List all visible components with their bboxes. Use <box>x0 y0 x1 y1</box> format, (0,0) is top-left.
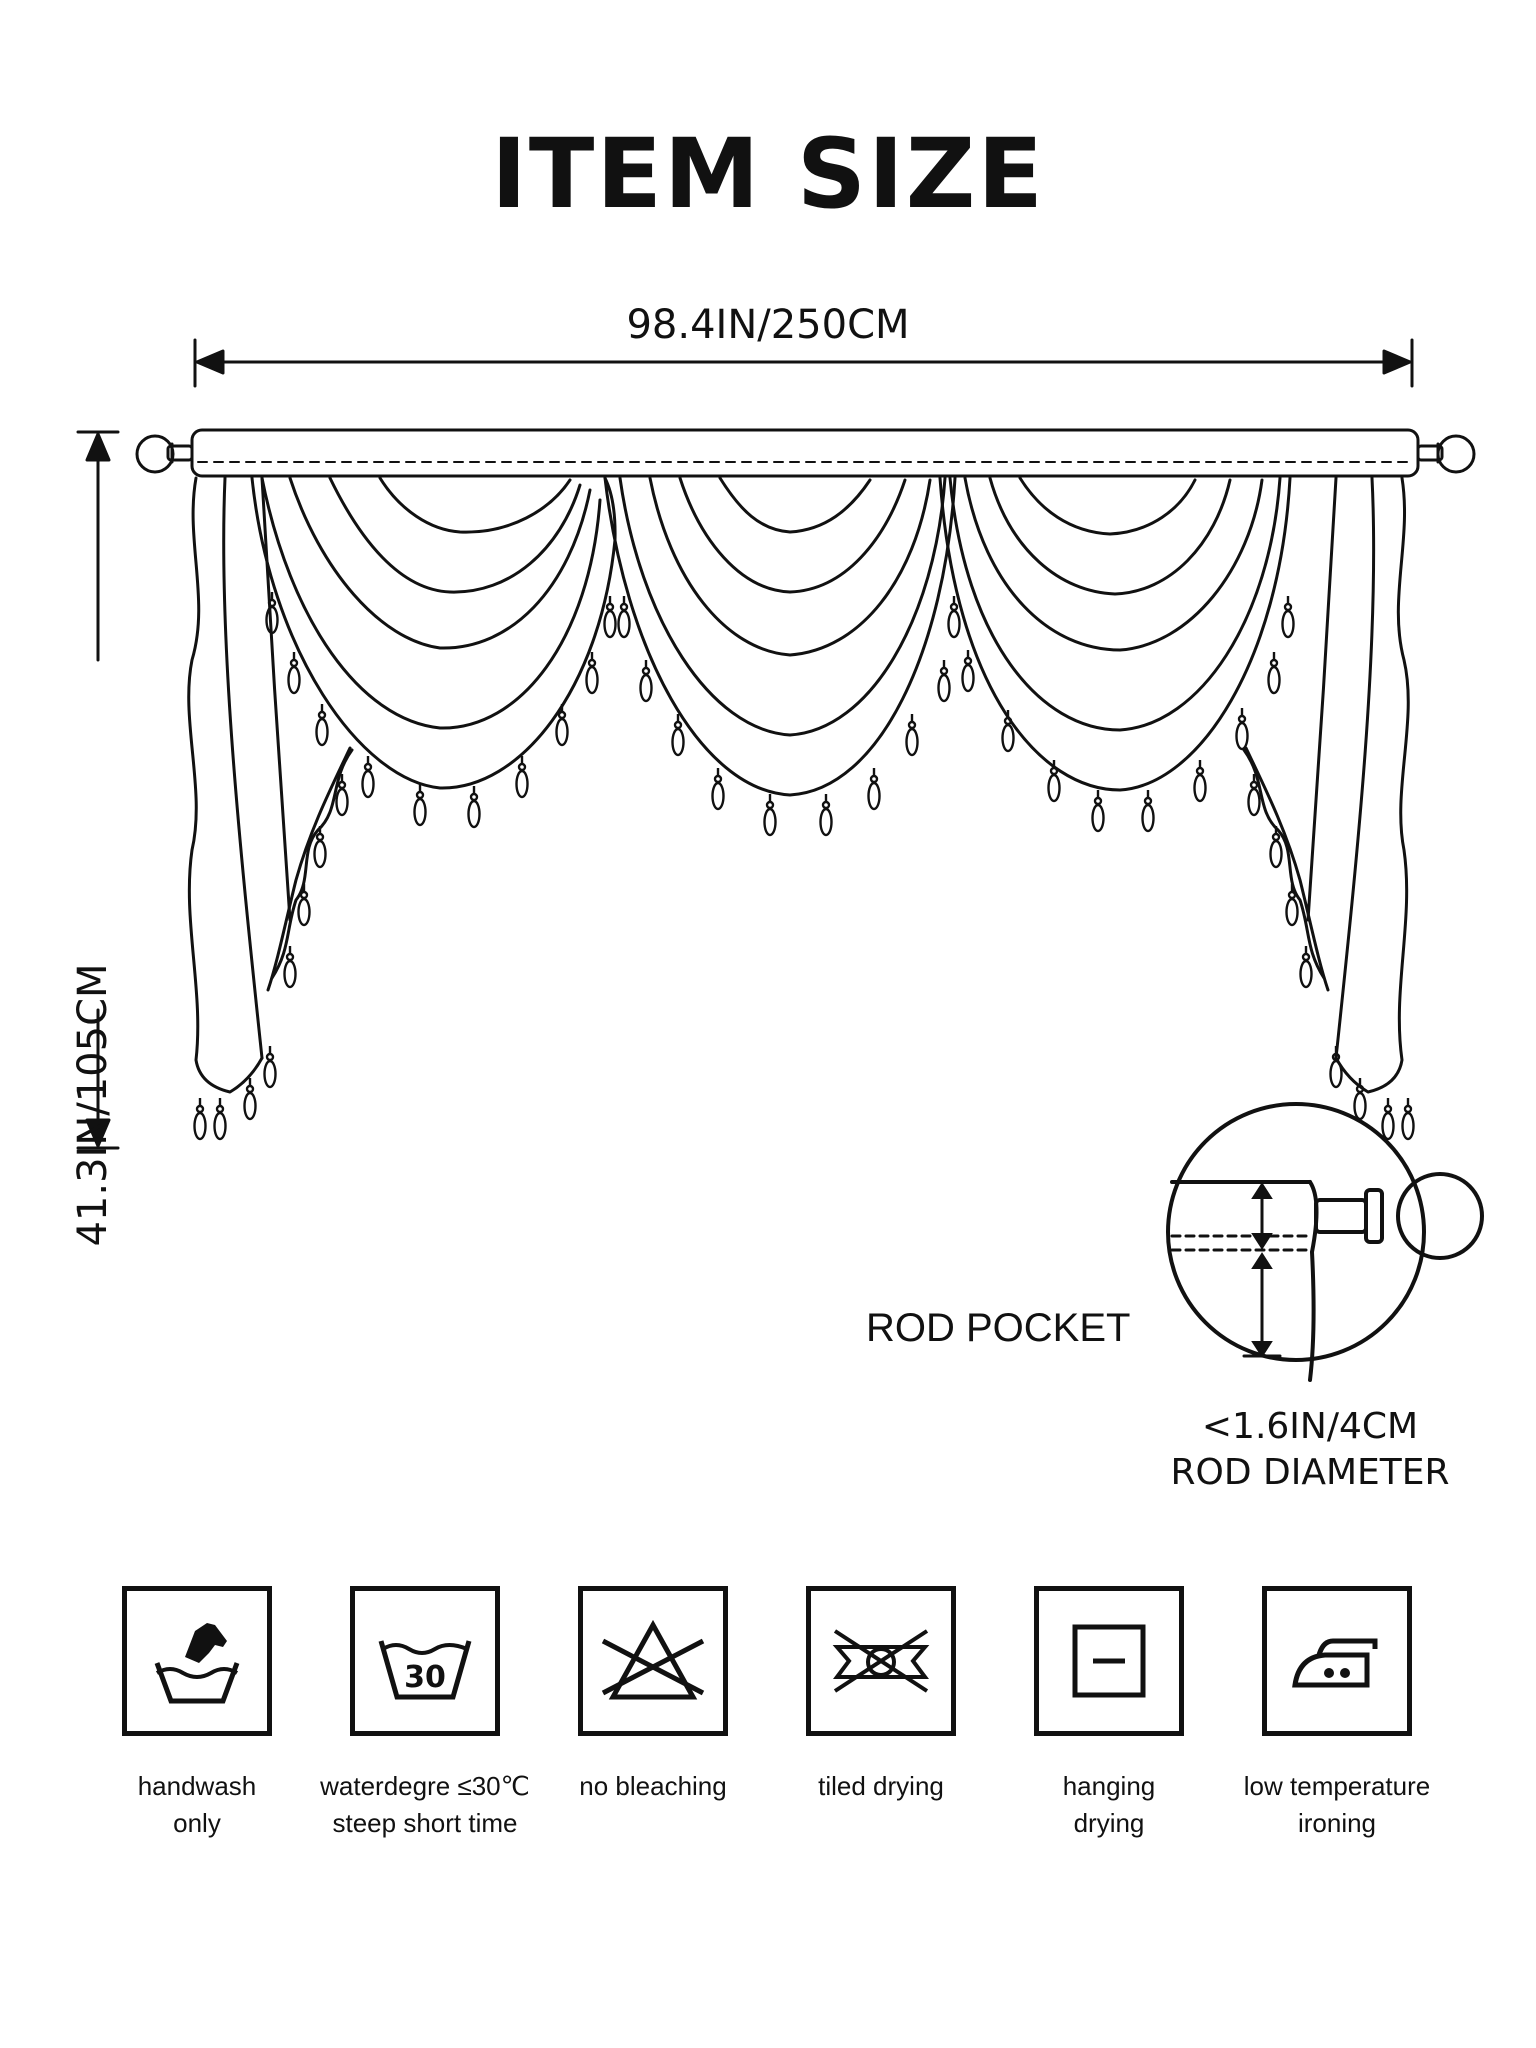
rod-diameter-caption: ROD DIAMETER <box>1170 1452 1450 1493</box>
care-label: hanging drying <box>1062 1771 1156 1838</box>
no-bleach-icon <box>601 1619 705 1700</box>
care-item-handwash: handwash only <box>92 1586 302 1842</box>
care-item-low-iron: low temperature ironing <box>1232 1586 1442 1842</box>
handwash-icon <box>154 1623 240 1704</box>
rod-diameter-label: <1.6IN/4CM ROD DIAMETER <box>1120 1404 1500 1496</box>
bead-fringe <box>193 590 1415 1141</box>
left-swag <box>250 476 617 790</box>
height-label: 41.3IN/105CM <box>70 963 116 1247</box>
low-iron-icon <box>1292 1638 1378 1688</box>
height-dimension-arrow <box>76 430 120 1150</box>
care-item-hanging-drying: hanging drying <box>1004 1586 1214 1842</box>
valance-diagram <box>76 338 1484 1382</box>
width-dimension-arrow <box>193 338 1414 388</box>
care-label: no bleaching <box>579 1771 727 1801</box>
right-swag <box>938 476 1292 792</box>
care-item-wash-30: 30 waterdegre ≤30℃ steep short time <box>320 1586 530 1842</box>
wash-temperature-text: 30 <box>404 1660 446 1695</box>
curtain-rod <box>135 428 1476 478</box>
wash-30-icon: 30 <box>378 1640 472 1700</box>
right-jabot <box>1242 476 1410 1094</box>
care-item-tiled-drying: tiled drying <box>776 1586 986 1805</box>
care-label: tiled drying <box>818 1771 944 1801</box>
rod-pocket-detail <box>1166 1102 1484 1382</box>
rod-pocket-label: ROD POCKET <box>866 1306 1131 1350</box>
page-title: ITEM SIZE <box>491 118 1045 230</box>
hanging-drying-icon <box>1072 1624 1146 1698</box>
width-label: 98.4IN/250CM <box>626 302 910 348</box>
center-swag <box>603 476 957 797</box>
tiled-drying-icon <box>832 1629 930 1693</box>
care-label: waterdegre ≤30℃ steep short time <box>320 1771 530 1838</box>
care-label: low temperature ironing <box>1243 1771 1431 1838</box>
rod-diameter-value: <1.6IN/4CM <box>1201 1406 1419 1447</box>
care-instructions: handwash only 30 waterdegre ≤30℃ steep s… <box>0 1586 1536 1846</box>
left-jabot <box>187 476 354 1094</box>
care-label: handwash only <box>137 1771 257 1838</box>
care-item-no-bleach: no bleaching <box>548 1586 758 1805</box>
